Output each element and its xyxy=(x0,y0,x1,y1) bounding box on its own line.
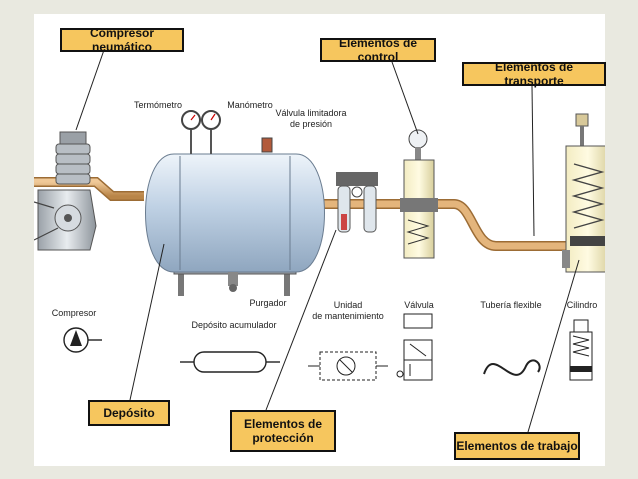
cylinder-symbol xyxy=(569,319,593,381)
label-flex-tube: Tubería flexible xyxy=(480,300,542,310)
storage-tank xyxy=(145,110,325,296)
label-thermometer: Termómetro xyxy=(133,100,182,110)
label-drain: Purgador xyxy=(249,298,287,308)
label-compressor-symbol: Compresor xyxy=(51,308,97,318)
maintenance-unit xyxy=(336,172,378,233)
callout-control: Elementos de control xyxy=(320,36,436,64)
accumulator-symbol xyxy=(180,351,280,373)
label-manometer: Manómetro xyxy=(227,100,273,110)
callout-protection: Elementos de protección xyxy=(230,410,336,452)
label-accumulator: Depósito acumulador xyxy=(191,320,277,330)
pneumatic-system-illustration xyxy=(34,49,605,433)
work-cylinder xyxy=(562,113,605,273)
valve-symbol xyxy=(396,313,433,381)
label-pressure-valve: Válvula limitadora de presión xyxy=(275,108,347,129)
compressor-symbol xyxy=(63,327,102,353)
label-valve: Válvula xyxy=(404,300,434,310)
callout-tank: Depósito xyxy=(88,400,170,426)
maintenance-symbol xyxy=(308,351,388,381)
callout-transport: Elementos de transporte xyxy=(462,60,606,88)
label-cylinder: Cilindro xyxy=(566,300,598,310)
diagram-frame: Compresor neumático Elementos de control… xyxy=(34,14,606,466)
callout-compressor: Compresor neumático xyxy=(60,26,184,54)
label-maintenance-unit: Unidad de mantenimiento xyxy=(312,300,384,321)
leader-lines xyxy=(75,49,580,433)
callout-work: Elementos de trabajo xyxy=(454,432,580,460)
compressor xyxy=(34,131,97,251)
control-valve xyxy=(400,129,438,259)
flexible-tube-symbol xyxy=(483,359,541,376)
